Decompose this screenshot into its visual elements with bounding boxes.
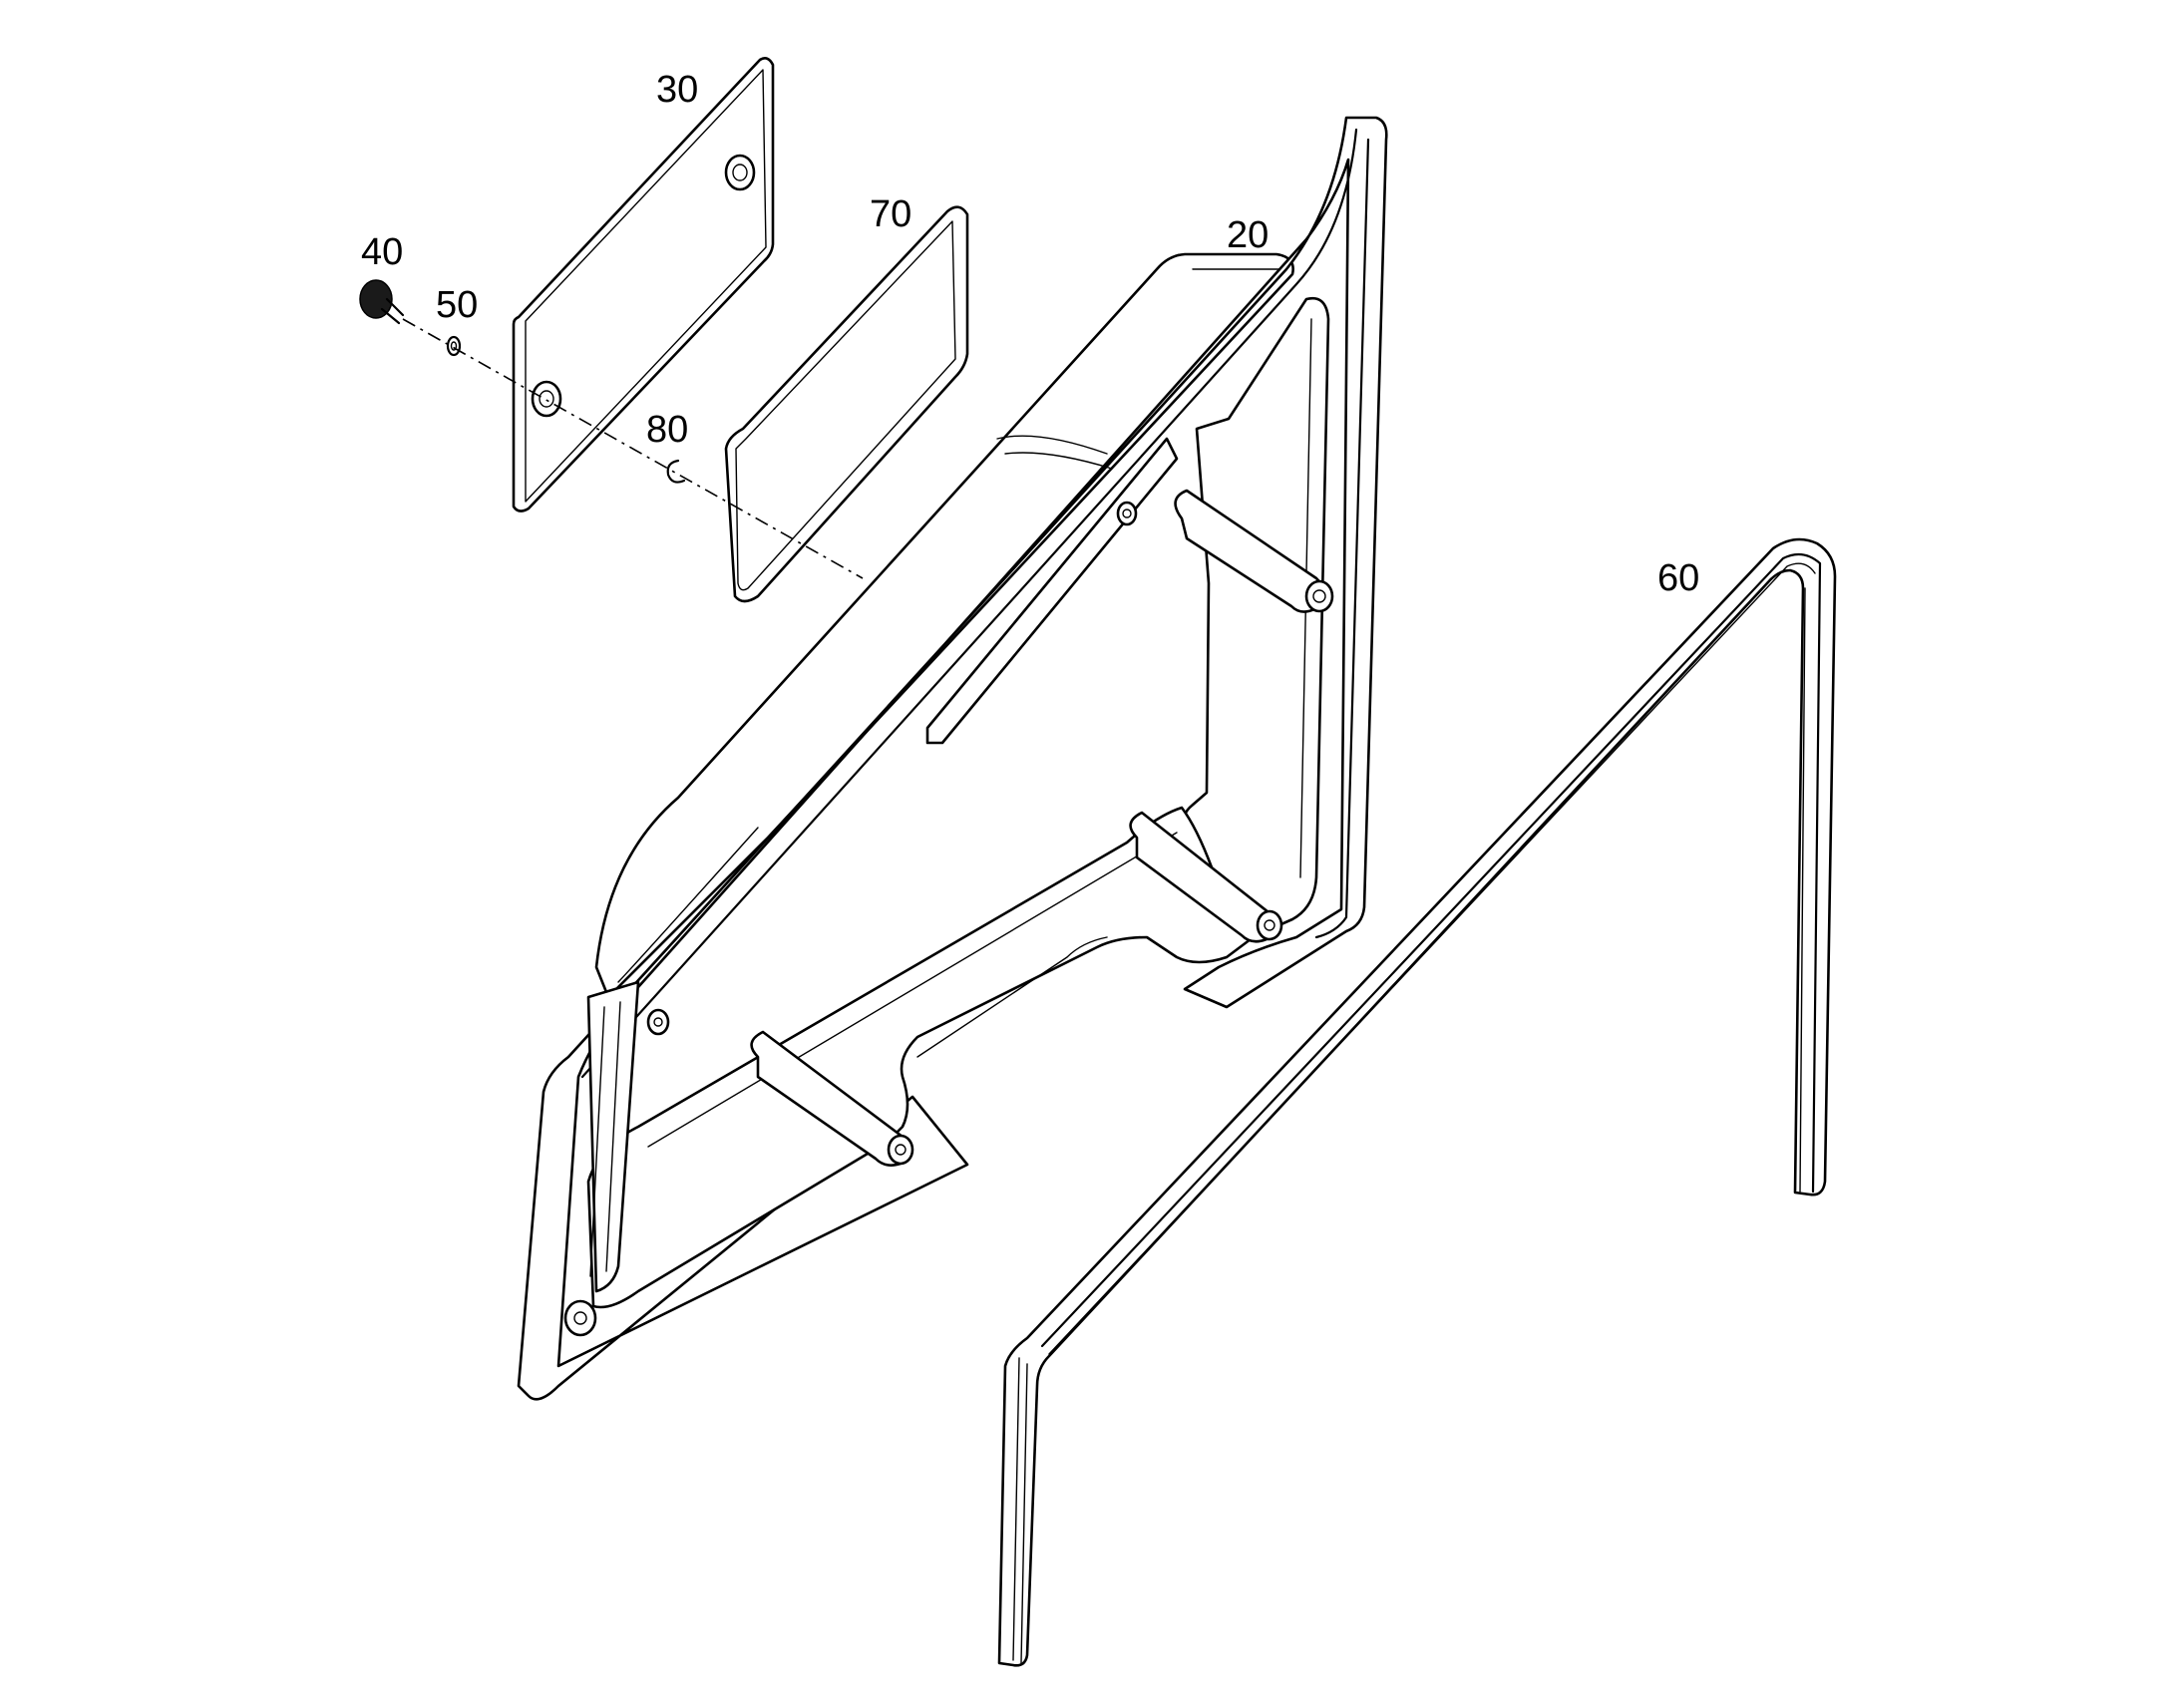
callout-60: 60 bbox=[1657, 557, 1699, 599]
pin-mid bbox=[1116, 501, 1138, 526]
callout-50: 50 bbox=[436, 284, 478, 326]
cover-hole-lower bbox=[531, 380, 562, 418]
callout-40: 40 bbox=[361, 231, 403, 273]
part-80-clip bbox=[666, 459, 686, 484]
part-20-housing bbox=[517, 116, 1388, 1401]
pin-left-upper bbox=[646, 1008, 670, 1036]
roller-lower-left bbox=[750, 1030, 914, 1167]
part-70-gasket bbox=[724, 205, 969, 603]
callout-70: 70 bbox=[870, 193, 911, 235]
part-30-cover-plate bbox=[512, 57, 775, 512]
part-50-washer bbox=[446, 335, 462, 357]
roller-lower-right bbox=[1129, 811, 1283, 943]
callout-30: 30 bbox=[656, 69, 698, 111]
callout-80: 80 bbox=[646, 409, 688, 451]
assembly-axis-line bbox=[402, 318, 864, 579]
callout-20: 20 bbox=[1227, 214, 1269, 256]
part-40-knob bbox=[359, 279, 405, 325]
roller-upper bbox=[1174, 489, 1334, 613]
cover-hole-upper bbox=[724, 154, 756, 191]
pin-bottom-left bbox=[563, 1299, 597, 1337]
part-60-seal-strip bbox=[997, 537, 1837, 1667]
